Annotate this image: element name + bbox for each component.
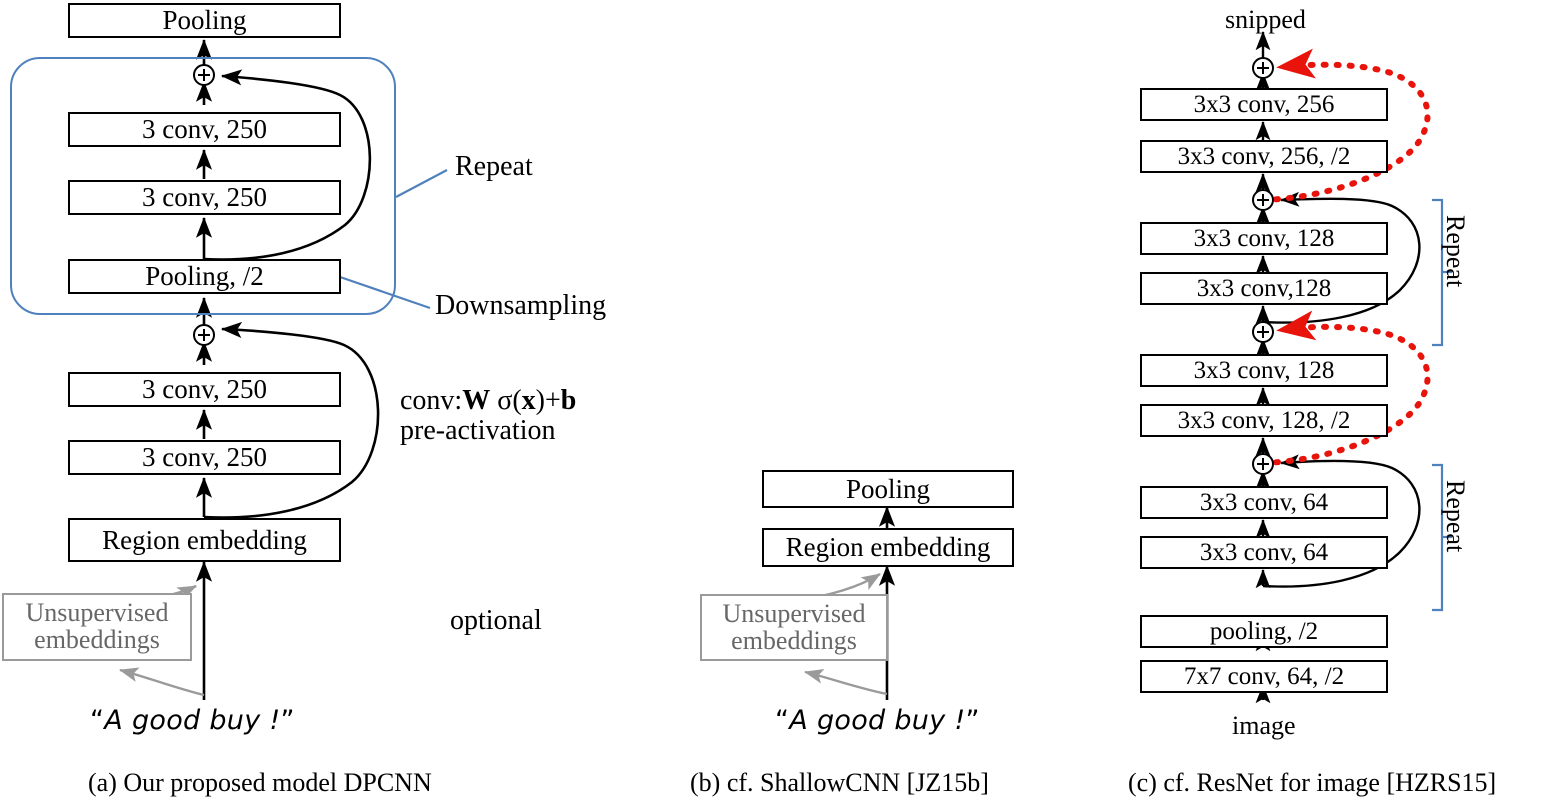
panel-c-proj-shortcut-128 <box>1260 310 1431 466</box>
panel-c-box-conv-256: 3x3 conv, 256 <box>1140 88 1388 121</box>
panel-c-box-conv-128-c: 3x3 conv, 128 <box>1140 354 1388 387</box>
panel-a-shortcut-lower <box>203 321 380 519</box>
panel-a-label-optional: optional <box>450 605 542 636</box>
panel-b-box-region-embedding: Region embedding <box>762 528 1014 567</box>
quote-b-close: ” <box>965 705 980 736</box>
panel-c-add-node-3 <box>1252 321 1274 343</box>
panel-a-box-pooling-half: Pooling, /2 <box>68 259 341 294</box>
unsup-b-line-1: Unsupervised <box>722 598 866 628</box>
panel-c-box-conv-7x7: 7x7 conv, 64, /2 <box>1140 660 1388 693</box>
panel-a-label-downsampling: Downsampling <box>435 290 607 321</box>
panel-b-caption: (b) cf. ShallowCNN [JZ15b] <box>690 768 989 797</box>
panel-a-add-node-upper <box>193 64 215 86</box>
quote-open: “ <box>90 705 105 736</box>
panel-a-caption: (a) Our proposed model DPCNN <box>88 768 432 797</box>
panel-a-add-node-lower <box>193 324 215 346</box>
panel-a-box-conv-3: 3 conv, 250 <box>68 180 341 215</box>
panel-c-add-node-5 <box>1252 57 1274 79</box>
unsup-line-1: Unsupervised <box>25 598 169 628</box>
conv-formula-line-1: conv:W σ(x)+b <box>400 385 577 416</box>
unsup-b-line-2: embeddings <box>731 625 857 655</box>
panel-c-box-conv-128-b: 3x3 conv,128 <box>1140 272 1388 305</box>
panel-c-add-node-2 <box>1252 453 1274 475</box>
panel-c-box-conv-128-a: 3x3 conv, 128 <box>1140 222 1388 255</box>
panel-c-repeat-label-bottom: Repeat <box>1441 480 1470 553</box>
panel-a-label-repeat: Repeat <box>455 151 533 182</box>
panel-c-box-conv-64-a: 3x3 conv, 64 <box>1140 486 1388 519</box>
panel-b-unsupervised-embeddings: Unsupervised embeddings <box>700 594 888 661</box>
panel-a-box-conv-4: 3 conv, 250 <box>68 112 341 147</box>
panel-c-box-conv-128-half: 3x3 conv, 128, /2 <box>1140 404 1388 437</box>
panel-b-unsup-arrow-down <box>804 669 888 696</box>
panel-b-input-text: “A good buy !” <box>775 705 980 736</box>
panel-a-unsupervised-embeddings: Unsupervised embeddings <box>2 593 192 661</box>
repeat-leader-line <box>395 169 448 198</box>
panel-a-box-conv-1: 3 conv, 250 <box>68 440 341 475</box>
panel-c-add-node-4 <box>1252 189 1274 211</box>
panel-a-box-conv-2: 3 conv, 250 <box>68 372 341 407</box>
panel-c-box-conv-64-b: 3x3 conv, 64 <box>1140 536 1388 569</box>
conv-formula-line-2: pre-activation <box>400 415 556 447</box>
panel-c-label-image: image <box>1232 711 1296 740</box>
conv-formula-W: W <box>462 385 491 416</box>
unsup-embed-arrow-down <box>119 667 205 697</box>
quote-close: ” <box>280 705 295 736</box>
conv-formula-x: x <box>521 385 536 416</box>
panel-a-repeat-region <box>10 57 396 315</box>
unsup-line-2: embeddings <box>34 625 160 654</box>
panel-b-box-pooling: Pooling <box>762 470 1014 508</box>
panel-c-proj-shortcut-256 <box>1260 48 1431 203</box>
panel-a-box-region-embedding: Region embedding <box>68 518 341 562</box>
panel-c-label-snipped: snipped <box>1225 5 1306 34</box>
panel-c-box-pooling-half: pooling, /2 <box>1140 615 1388 648</box>
conv-formula-b: b <box>560 385 577 416</box>
panel-c-caption: (c) cf. ResNet for image [HZRS15] <box>1128 768 1497 797</box>
panel-a-input-text: “A good buy !” <box>90 705 295 736</box>
panel-a-box-pooling: Pooling <box>68 3 341 38</box>
panel-a-label-conv-formula: conv:W σ(x)+b pre-activation <box>400 385 577 447</box>
panel-c-box-conv-256-half: 3x3 conv, 256, /2 <box>1140 140 1388 173</box>
quote-inner: A good buy ! <box>104 705 281 736</box>
quote-b-inner: A good buy ! <box>789 705 966 736</box>
panel-c-repeat-label-top: Repeat <box>1441 215 1470 288</box>
quote-b-open: “ <box>775 705 790 736</box>
